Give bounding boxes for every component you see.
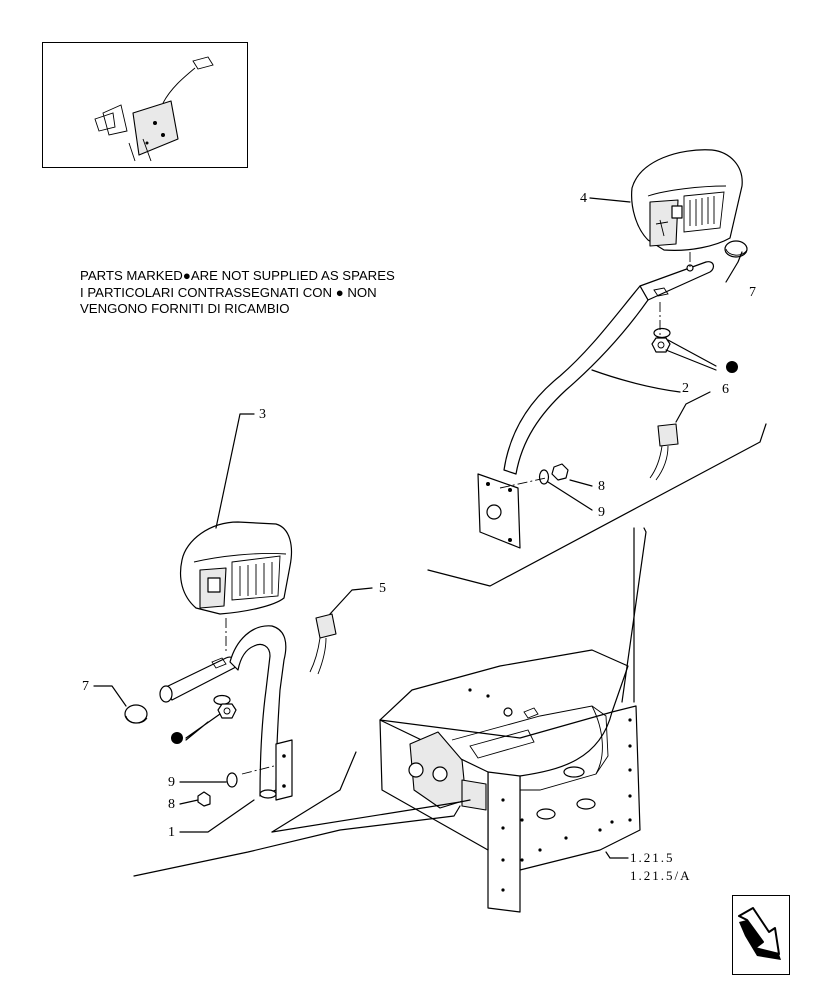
washer-nut-upper	[651, 327, 671, 353]
callout-9-right: 9	[598, 505, 605, 520]
filled-circle-icon	[171, 732, 183, 744]
note-line-1-end: ARE NOT SUPPLIED AS SPARES	[190, 268, 395, 283]
callout-9-left: 9	[168, 775, 175, 790]
work-light-left	[179, 521, 293, 615]
callout-8-right: 8	[598, 479, 605, 494]
callout-4: 4	[580, 191, 587, 206]
next-page-button[interactable]	[732, 895, 790, 975]
connector-5	[309, 613, 337, 675]
callout-6: 6	[722, 382, 729, 397]
callout-7-left: 7	[82, 679, 89, 694]
callout-2: 2	[682, 381, 689, 396]
callout-1: 1	[168, 825, 175, 840]
note-line-2-start: I PARTICOLARI CONTRASSEGNATI CON	[80, 284, 333, 300]
washer-nut-mid	[538, 463, 569, 485]
note-line-2-end: NON	[347, 284, 377, 300]
callout-7-top: 7	[749, 285, 756, 300]
work-light-right	[631, 149, 743, 251]
cross-reference-1: 1.21.5	[630, 850, 675, 865]
callout-8-left: 8	[168, 797, 175, 812]
note-line-2: I PARTICOLARI CONTRASSEGNATI CON ● NON	[80, 285, 395, 302]
spares-note: PARTS MARKED●ARE NOT SUPPLIED AS SPARES …	[80, 268, 395, 318]
bracket-2	[477, 261, 715, 549]
callout-5: 5	[379, 581, 386, 596]
cross-reference-2: 1.21.5/A	[630, 868, 692, 883]
washer-nut-lower-left	[197, 772, 238, 807]
cab-frame	[379, 649, 641, 913]
filled-circle-icon	[726, 361, 738, 373]
next-page-arrow-icon	[738, 907, 781, 960]
bracket-1	[159, 625, 293, 801]
leader-lines	[93, 197, 767, 877]
note-line-1-start: PARTS MARKED	[80, 268, 183, 283]
washer-nut-left	[213, 694, 237, 719]
connector-6	[649, 423, 679, 481]
cap-7-left	[124, 704, 148, 724]
cap-7-top	[724, 240, 748, 258]
filled-circle-icon: ●	[182, 268, 191, 283]
axis-lines	[225, 252, 691, 775]
filled-circle-icon: ●	[335, 284, 344, 300]
note-line-3: VENGONO FORNITI DI RICAMBIO	[80, 301, 290, 316]
note-line-1: PARTS MARKED●ARE NOT SUPPLIED AS SPARES	[80, 268, 395, 285]
callout-3: 3	[259, 407, 266, 422]
overview-thumbnail-drawing	[94, 56, 214, 162]
overview-thumbnail	[42, 42, 248, 168]
